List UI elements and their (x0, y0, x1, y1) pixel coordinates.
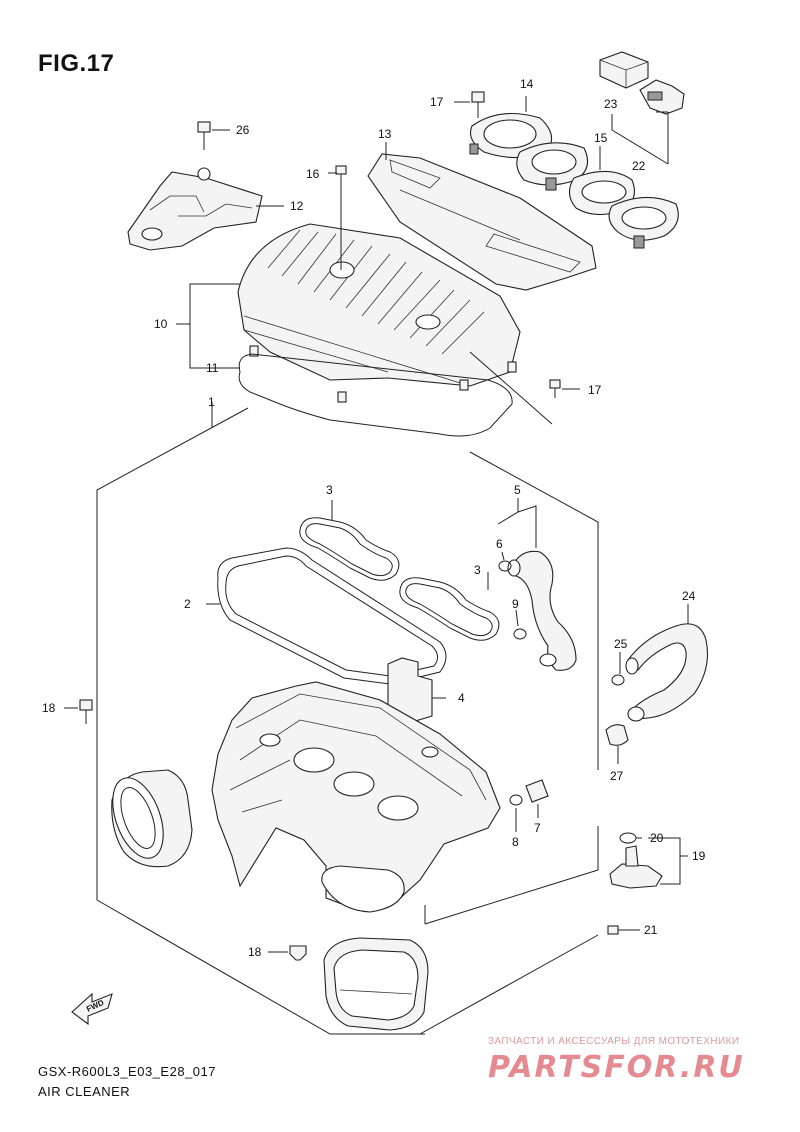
part-11-upper-cover (237, 223, 521, 403)
part-15-16-funnels (469, 113, 679, 249)
callout-18-left: 18 (42, 701, 56, 715)
leader-lines (64, 96, 689, 953)
bolt-18-left (79, 699, 93, 724)
callout-3-lower: 3 (474, 563, 481, 577)
callout-3-upper: 3 (326, 483, 333, 497)
callout-14: 13 (378, 127, 392, 141)
clamp-6 (498, 560, 512, 572)
callout-21: 20 (650, 831, 664, 845)
part-7-cap (525, 779, 549, 803)
part-2-filter-element (217, 547, 447, 685)
callout-7: 7 (534, 821, 541, 835)
housing-box-outline (96, 407, 599, 1035)
callout-10: 18 (248, 945, 262, 959)
callout-4: 4 (458, 691, 465, 705)
part-5-breather-hose (507, 550, 577, 671)
part-25-drain-hose (625, 623, 709, 722)
clamp-27 (605, 724, 629, 746)
part-1-air-cleaner-case (211, 681, 501, 913)
diagram-code: GSX-R600L3_E03_E28_017 (38, 1064, 216, 1079)
callout-1: 1 (208, 395, 215, 409)
clamp-9 (513, 628, 527, 640)
part-12-cover-seal (238, 353, 513, 437)
fwd-arrow-icon (71, 992, 113, 1026)
callout-20: 19 (692, 849, 706, 863)
callout-9: 9 (512, 597, 519, 611)
watermark-subtitle: ЗАПЧАСТИ И АКСЕССУАРЫ ДЛЯ МОТОТЕХНИКИ (488, 1036, 740, 1047)
callout-8: 8 (512, 835, 519, 849)
screw-17-right (469, 351, 561, 425)
callout-23: 22 (632, 159, 646, 173)
callout-19: 26 (236, 123, 250, 137)
part-3-seal-upper (299, 517, 400, 581)
figure-title: FIG.17 (38, 50, 115, 77)
callout-18-top: 17 (430, 95, 444, 109)
clamp-26 (611, 674, 625, 686)
bolt-19 (197, 121, 211, 150)
part-20-drain-plug (609, 832, 663, 889)
callout-24: 23 (604, 97, 618, 111)
callout-6: 6 (496, 537, 503, 551)
lower-intake-funnel (323, 937, 429, 1031)
callout-25: 24 (682, 589, 696, 603)
part-13-bracket (127, 167, 263, 251)
callout-15: 14 (520, 77, 534, 91)
callout-12: 11 (206, 361, 219, 375)
diagram-name: AIR CLEANER (38, 1084, 131, 1099)
part-14-funnel-tray (367, 153, 597, 291)
callout-22: 21 (644, 923, 658, 937)
callout-17-top: 16 (306, 167, 320, 181)
callout-27: 27 (610, 769, 624, 783)
rivet-10 (289, 945, 307, 961)
clamp-8 (509, 794, 523, 806)
watermark-logo: PARTSFOR.RU (488, 1050, 745, 1085)
part-24-sensor (599, 51, 685, 115)
callout-11: 10 (154, 317, 168, 331)
callout-17-right: 17 (588, 383, 602, 397)
screw-17-top (335, 165, 347, 270)
callout-13: 12 (290, 199, 304, 213)
callout-26: 25 (614, 637, 628, 651)
intake-duct-left (111, 769, 193, 868)
screw-22 (607, 925, 619, 935)
bolt-18-top (471, 91, 485, 118)
callout-16: 15 (594, 131, 608, 145)
part-3-seal-lower (399, 577, 500, 641)
callout-5: 5 (514, 483, 521, 497)
callout-2: 2 (184, 597, 191, 611)
